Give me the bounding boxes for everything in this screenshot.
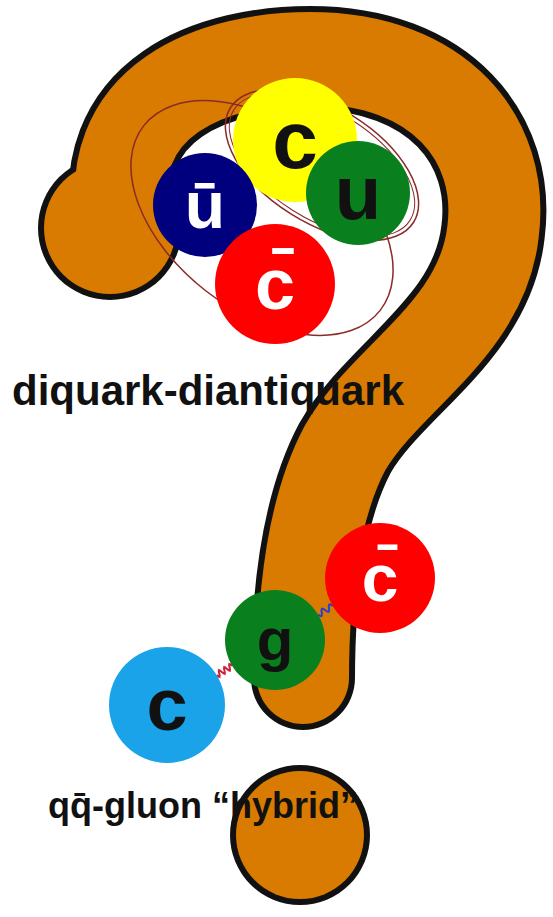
particle-symbol: u: [335, 155, 381, 231]
structure-label: diquark-diantiquark: [12, 368, 404, 414]
particle-symbol: c̄: [255, 248, 295, 320]
gluon-string: [217, 664, 233, 677]
quark-circle: c: [109, 647, 225, 763]
gluon-circle: g: [225, 590, 325, 690]
particle-symbol: c̄: [362, 545, 399, 611]
particle-symbol: c: [272, 99, 318, 181]
particle-symbol: c: [146, 668, 187, 742]
particle-symbol: ū: [185, 172, 225, 238]
antiquark-circle: c̄: [215, 224, 335, 344]
gluon-string: [318, 604, 333, 616]
antiquark-circle: c̄: [325, 523, 435, 633]
particle-symbol: g: [257, 610, 294, 670]
structure-label: qq̄-gluon “hybrid”: [48, 786, 358, 826]
quark-circle: u: [306, 141, 410, 245]
